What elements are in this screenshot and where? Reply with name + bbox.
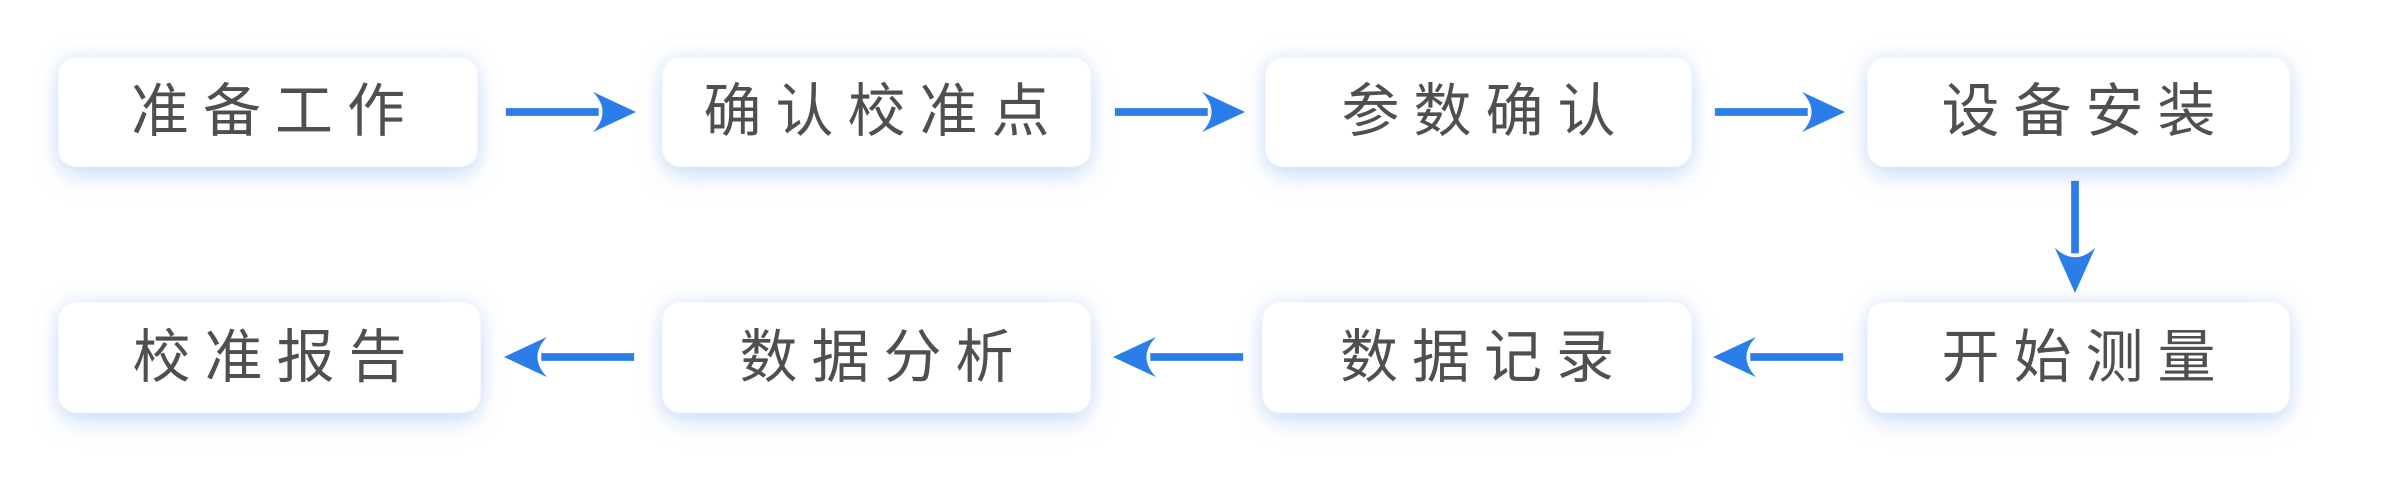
flow-node-label: 参数确认 (1341, 79, 1630, 144)
flow-node-label: 数据记录 (1339, 324, 1628, 390)
arrow-right-icon (1112, 90, 1246, 134)
flow-node-label: 开始测量 (1941, 324, 2230, 390)
flow-node-confirm-parameters: 参数确认 (1265, 57, 1692, 167)
flow-node-calibration-report: 校准报告 (58, 302, 481, 413)
flow-node-label: 确认校准点 (703, 79, 1064, 144)
arrow-left-icon (1712, 335, 1846, 379)
flow-node-label: 设备安装 (1941, 79, 2230, 144)
arrow-left-icon (1112, 335, 1246, 379)
flow-node-install-equipment: 设备安装 (1867, 57, 2290, 167)
flow-node-prepare: 准备工作 (58, 57, 478, 167)
flow-node-start-measurement: 开始测量 (1867, 302, 2290, 413)
arrow-down-icon (2053, 178, 2097, 294)
arrow-left-icon (503, 335, 637, 379)
flow-node-confirm-cal-points: 确认校准点 (662, 57, 1091, 167)
arrow-right-icon (503, 90, 637, 134)
flow-node-analyze-data: 数据分析 (662, 302, 1091, 413)
arrow-right-icon (1712, 90, 1846, 134)
flow-node-label: 校准报告 (132, 324, 421, 390)
flow-node-label: 数据分析 (739, 324, 1028, 390)
flow-node-record-data: 数据记录 (1262, 302, 1692, 413)
flow-node-label: 准备工作 (130, 79, 419, 144)
